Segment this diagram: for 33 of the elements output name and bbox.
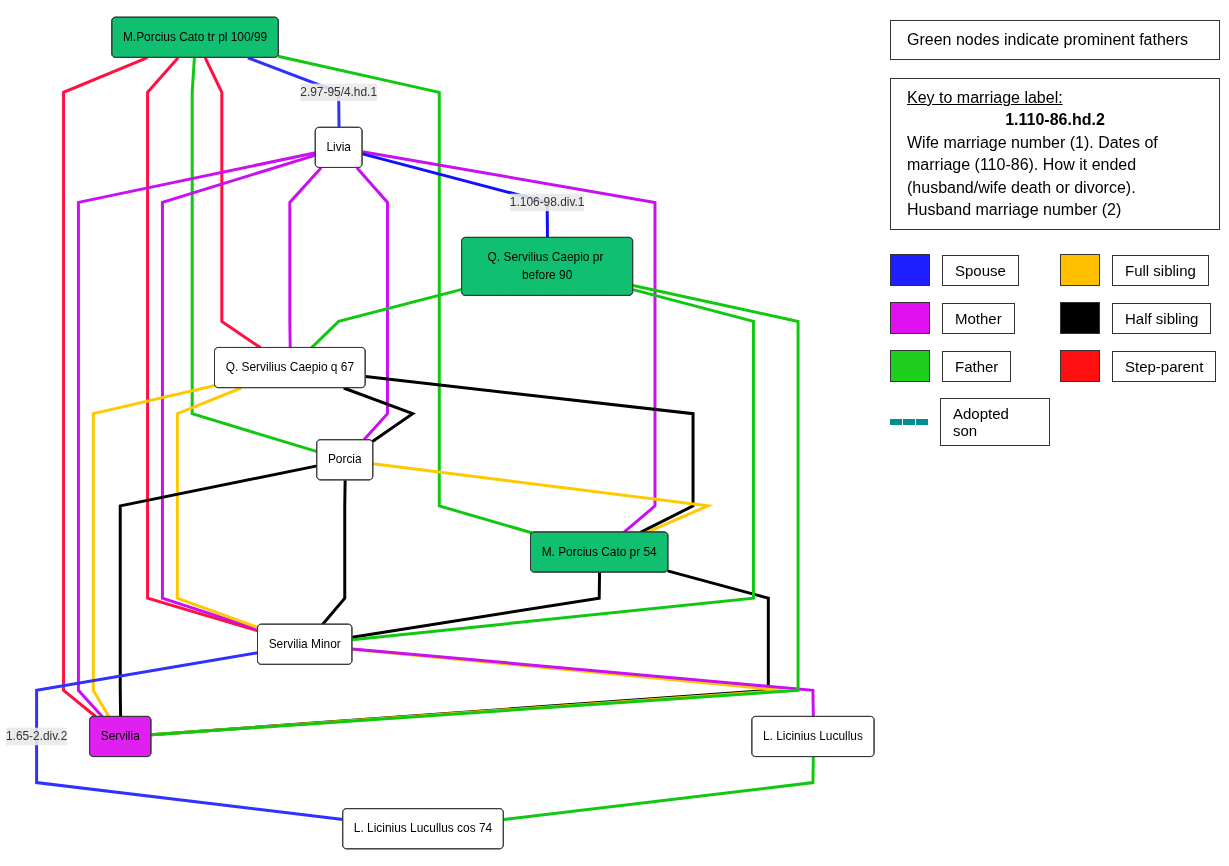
connector (160, 153, 317, 631)
legend-label: Full sibling (1112, 254, 1209, 286)
connector (321, 480, 347, 626)
edge-label: 1.106-98.div.1 (509, 195, 585, 209)
connector (310, 287, 463, 349)
connector (190, 57, 318, 454)
connector (352, 647, 815, 717)
legend-label: Half sibling (1112, 302, 1212, 334)
connector (352, 572, 602, 639)
connector (91, 384, 216, 718)
connector (175, 386, 259, 629)
legend-label: Mother (942, 302, 1015, 334)
legend-label: Adopted son (940, 398, 1050, 447)
connector (352, 288, 755, 642)
legend-label: Step-parent (1112, 350, 1217, 382)
connector (277, 54, 533, 535)
connector (343, 386, 416, 443)
connector (35, 651, 344, 821)
key-example: 1.110-86.hd.2 (1004, 110, 1106, 131)
connector (146, 56, 259, 633)
connector (76, 151, 316, 718)
connector (503, 756, 815, 822)
connector (118, 464, 318, 717)
key-description: Wife marriage number (1). Dates of marriage (110-86). How it ended (husband/wife death or divorce). Husband marriage number (2) (907, 133, 1158, 218)
connector (151, 284, 800, 737)
edge-label: 1.65-2.div.2 (5, 729, 68, 743)
edge-label: 2.97-95/4.hd.1 (300, 85, 378, 99)
connector (62, 56, 148, 718)
legend-label: Father (942, 350, 1012, 382)
key-heading: Key to marriage label: (907, 88, 1064, 108)
legend-label: Spouse (942, 254, 1019, 286)
connector (288, 166, 323, 348)
note-text: Green nodes indicate prominent fathers (890, 20, 1220, 60)
